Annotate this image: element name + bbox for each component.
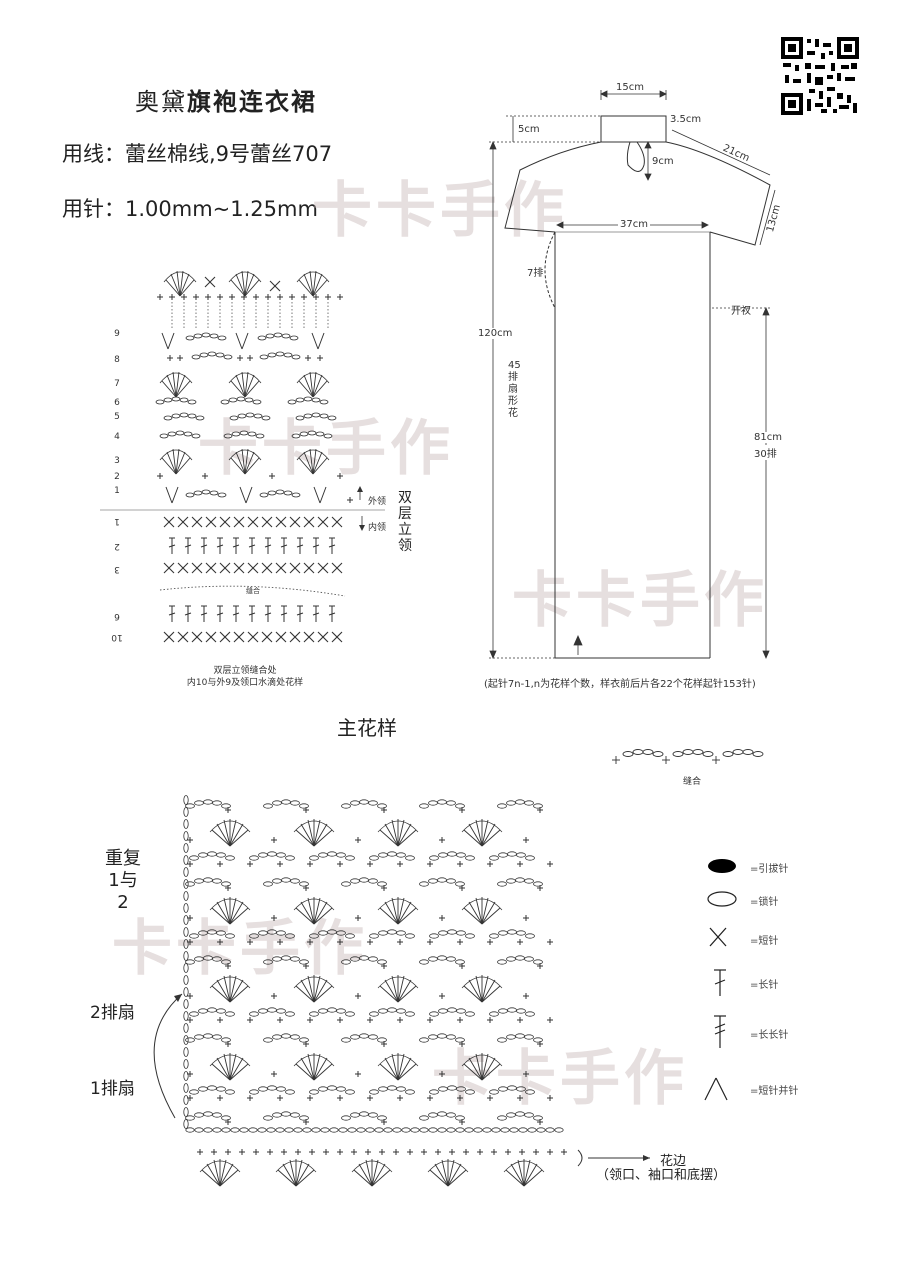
sleeve-length-label: 21cm — [720, 142, 751, 165]
watermark: 卡卡手作 — [112, 914, 368, 984]
row-number: 3 — [114, 564, 120, 574]
watermark: 卡卡手作 — [312, 176, 568, 246]
sc2tog-icon-label: =短针并针 — [750, 1086, 799, 1097]
collar-height-label: 5cm — [518, 124, 540, 135]
collar-caption-2: 内10与外9及领口水滴处花样 — [186, 678, 304, 688]
single-crochet-icon-label: =短针 — [750, 936, 779, 947]
row-number: 3 — [114, 456, 120, 466]
page-title: 奥黛旗袍连衣裙 — [135, 88, 317, 116]
treble-crochet-icon-label: =长长针 — [750, 1030, 789, 1041]
row-number: 8 — [114, 355, 120, 365]
watermark: 卡卡手作 — [432, 1044, 688, 1114]
row-number: 9 — [114, 329, 120, 339]
inner-collar-label: 内领 — [368, 523, 387, 533]
outer-collar-label: 外领 — [368, 497, 387, 507]
sleeve-width-label: 13cm — [765, 203, 783, 234]
row-number: 10 — [111, 632, 123, 642]
row-number: 2 — [114, 541, 120, 551]
chest-width-label: 37cm — [618, 219, 650, 230]
row-number: 5 — [114, 412, 120, 422]
row-number: 6 — [114, 611, 120, 621]
double-crochet-icon-label: =长针 — [750, 980, 779, 991]
total-length-label: 120cm — [478, 328, 513, 339]
watermark: 卡卡手作 — [198, 414, 454, 484]
fan-rows-label: 45排扇形花 — [508, 360, 521, 419]
slit-length-label: 81cm — [754, 432, 782, 443]
yarn-info: 用线：蕾丝棉线,9号蕾丝707 — [62, 142, 333, 166]
needle-info: 用针：1.00mm~1.25mm — [62, 197, 318, 221]
watermark: 卡卡手作 — [512, 566, 768, 636]
chain-icon-label: =锁针 — [750, 897, 779, 908]
qr-code-icon — [781, 37, 859, 115]
row1-fan-label: 1排扇 — [90, 1079, 135, 1099]
repeat-label: 重复1与2 — [105, 848, 141, 913]
collar-seam-label: 缝合 — [246, 587, 260, 595]
row-number: 6 — [114, 398, 120, 408]
armhole-rows-label: 7排 — [527, 268, 544, 279]
neck-width-label: 15cm — [616, 82, 644, 93]
collar-caption-1: 双层立领缝合处 — [213, 666, 277, 676]
seam-label: 缝合 — [683, 777, 702, 787]
row-number: 1 — [114, 516, 120, 526]
double-collar-label: 双层立领 — [398, 490, 412, 554]
slit-label: 开衩 — [731, 306, 751, 317]
row-number: 2 — [114, 472, 120, 482]
row-number: 1 — [114, 486, 120, 496]
cast-on-note: (起针7n-1,n为花样个数，样衣前后片各22个花样起针153针) — [484, 679, 756, 690]
edge-label: 花边 — [660, 1154, 687, 1169]
edge-sub-label: （领口、袖口和底摆） — [596, 1168, 727, 1183]
main-pattern-title: 主花样 — [337, 716, 397, 740]
keyhole-depth-label: 9cm — [652, 156, 674, 167]
slit-rows-label: 30排 — [754, 445, 777, 460]
row2-fan-label: 2排扇 — [90, 1003, 135, 1023]
row-number: 4 — [114, 432, 120, 442]
collar-offset-label: 3.5cm — [670, 114, 702, 125]
slip-stitch-icon-label: =引拔针 — [750, 864, 789, 875]
row-number: 7 — [114, 379, 120, 389]
